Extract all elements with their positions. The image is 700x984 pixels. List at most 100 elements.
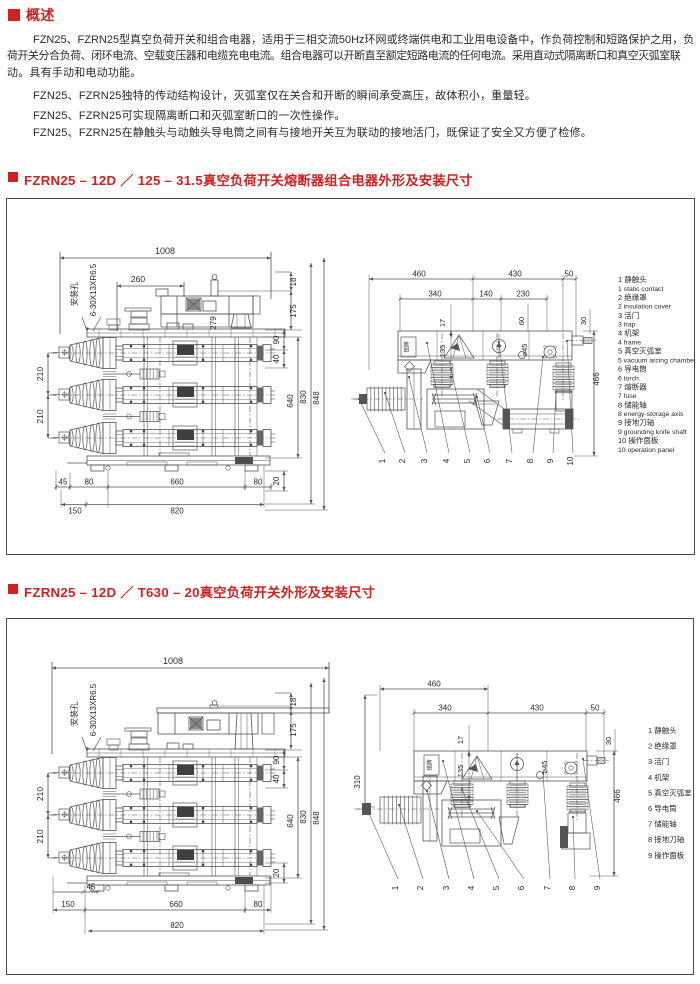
svg-text:6-30X13XR6.5: 6-30X13XR6.5 — [89, 263, 98, 316]
svg-text:50: 50 — [565, 270, 574, 279]
svg-text:9 接地刀轴: 9 接地刀轴 — [618, 417, 654, 427]
svg-text:8 接地刀轴: 8 接地刀轴 — [648, 834, 684, 844]
svg-text:50: 50 — [591, 704, 600, 713]
svg-text:18: 18 — [289, 277, 298, 286]
svg-text:1008: 1008 — [155, 246, 175, 256]
svg-text:8: 8 — [526, 458, 535, 463]
svg-text:4: 4 — [442, 458, 451, 463]
svg-text:4 机架: 4 机架 — [618, 328, 640, 338]
svg-text:5: 5 — [463, 458, 472, 463]
svg-text:660: 660 — [170, 478, 184, 487]
svg-text:310: 310 — [353, 775, 362, 789]
svg-text:340: 340 — [428, 290, 442, 299]
svg-text:2: 2 — [416, 885, 425, 890]
svg-text:150: 150 — [61, 900, 75, 909]
svg-text:460: 460 — [412, 270, 426, 279]
svg-text:7 储能轴: 7 储能轴 — [648, 819, 677, 829]
svg-text:18: 18 — [289, 697, 298, 706]
svg-text:8 储能轴: 8 储能轴 — [618, 399, 647, 409]
svg-text:260: 260 — [131, 274, 145, 284]
svg-text:460: 460 — [427, 680, 441, 689]
svg-text:80: 80 — [254, 478, 263, 487]
svg-text:铭牌: 铭牌 — [426, 759, 434, 771]
svg-text:3 trap: 3 trap — [618, 322, 636, 329]
svg-text:660: 660 — [169, 900, 183, 909]
svg-text:466: 466 — [613, 789, 622, 803]
svg-text:135: 135 — [456, 765, 465, 778]
svg-text:1008: 1008 — [163, 656, 183, 666]
svg-text:430: 430 — [508, 270, 522, 279]
svg-text:466: 466 — [592, 372, 601, 386]
svg-text:4 frame: 4 frame — [618, 340, 641, 347]
svg-text:6 导电筒: 6 导电筒 — [618, 364, 647, 374]
svg-text:6: 6 — [517, 885, 526, 890]
svg-text:17: 17 — [456, 736, 465, 744]
svg-text:10 操作面板: 10 操作面板 — [618, 435, 659, 445]
svg-text:90: 90 — [272, 335, 281, 344]
svg-text:30: 30 — [579, 317, 588, 325]
svg-text:8 energy-storage axis: 8 energy-storage axis — [618, 411, 684, 418]
svg-text:279: 279 — [209, 316, 218, 330]
svg-text:5: 5 — [492, 885, 501, 890]
svg-text:5 vacuum arcing chamber: 5 vacuum arcing chamber — [618, 357, 695, 364]
svg-text:2: 2 — [398, 458, 407, 463]
svg-text:5 真空灭弧室: 5 真空灭弧室 — [648, 787, 692, 797]
svg-text:40: 40 — [272, 774, 281, 783]
svg-text:2 绝缘罩: 2 绝缘罩 — [618, 292, 647, 302]
svg-text:1: 1 — [378, 458, 387, 463]
svg-text:6 torch: 6 torch — [618, 375, 639, 382]
svg-text:安装孔: 安装孔 — [69, 702, 79, 726]
svg-text:60: 60 — [517, 317, 526, 325]
svg-text:9: 9 — [546, 458, 555, 463]
svg-text:820: 820 — [170, 507, 184, 516]
svg-text:210: 210 — [35, 829, 45, 843]
svg-text:640: 640 — [286, 814, 295, 828]
svg-text:430: 430 — [530, 704, 544, 713]
svg-text:3 活门: 3 活门 — [618, 310, 639, 320]
svg-text:210: 210 — [35, 409, 45, 423]
svg-text:5 真空灭弧室: 5 真空灭弧室 — [618, 346, 662, 356]
svg-text:230: 230 — [516, 290, 530, 299]
svg-text:848: 848 — [312, 811, 321, 825]
svg-text:7: 7 — [505, 458, 514, 463]
svg-text:3 活门: 3 活门 — [648, 756, 669, 766]
svg-text:1: 1 — [391, 885, 400, 890]
svg-text:140: 140 — [479, 290, 493, 299]
svg-text:150: 150 — [68, 507, 82, 516]
svg-text:80: 80 — [85, 478, 94, 487]
svg-text:6-30X13XR6.5: 6-30X13XR6.5 — [89, 683, 98, 736]
svg-text:6: 6 — [483, 458, 492, 463]
svg-text:175: 175 — [289, 723, 298, 737]
svg-text:⌀45: ⌀45 — [540, 761, 549, 774]
svg-text:7: 7 — [543, 885, 552, 890]
svg-text:20: 20 — [272, 868, 281, 877]
svg-text:4 机架: 4 机架 — [648, 772, 670, 782]
svg-text:6 导电筒: 6 导电筒 — [648, 803, 677, 813]
svg-text:45: 45 — [59, 478, 68, 487]
svg-text:2 insulation cover: 2 insulation cover — [618, 304, 672, 311]
svg-text:210: 210 — [35, 787, 45, 801]
svg-text:17: 17 — [438, 319, 447, 327]
svg-text:830: 830 — [299, 390, 308, 404]
svg-text:820: 820 — [170, 921, 184, 930]
svg-text:848: 848 — [312, 391, 321, 405]
svg-text:2 绝缘罩: 2 绝缘罩 — [648, 741, 677, 751]
svg-text:210: 210 — [35, 367, 45, 381]
svg-text:3: 3 — [442, 885, 451, 890]
svg-text:30: 30 — [604, 737, 613, 745]
svg-text:90: 90 — [272, 755, 281, 764]
svg-text:80: 80 — [254, 900, 263, 909]
svg-text:4: 4 — [467, 885, 476, 890]
svg-text:135: 135 — [438, 345, 447, 358]
svg-text:9 操作面板: 9 操作面板 — [648, 850, 685, 860]
svg-text:175: 175 — [289, 304, 298, 318]
svg-text:1 静触头: 1 静触头 — [618, 274, 647, 284]
svg-text:10 operation panel: 10 operation panel — [618, 447, 675, 454]
svg-text:9 grounding knife shaft: 9 grounding knife shaft — [618, 429, 687, 436]
svg-text:9: 9 — [593, 885, 602, 890]
svg-text:7 熔断器: 7 熔断器 — [618, 381, 647, 391]
svg-text:7 fuse: 7 fuse — [618, 393, 637, 400]
svg-text:1 静触头: 1 静触头 — [648, 725, 677, 735]
svg-text:830: 830 — [299, 810, 308, 824]
svg-text:安装孔: 安装孔 — [69, 282, 79, 306]
